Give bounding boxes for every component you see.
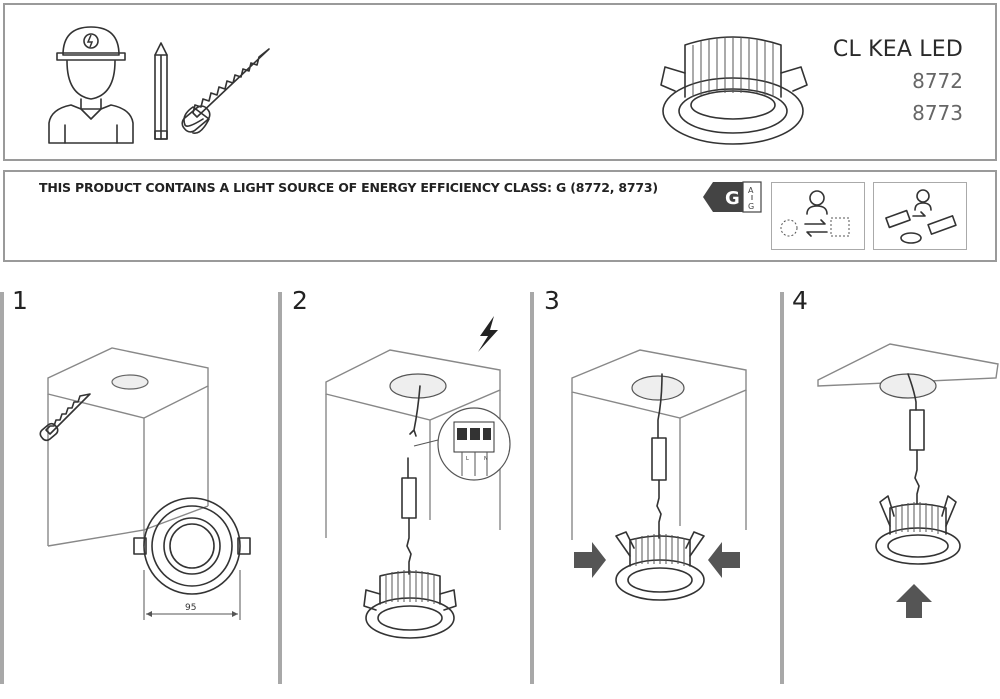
energy-scale-bottom: G: [748, 202, 754, 211]
replaceable-driver-icon: [873, 182, 967, 250]
step-number: 1: [12, 286, 28, 315]
terminal-label: L: [466, 456, 469, 462]
energy-panel: THIS PRODUCT CONTAINS A LIGHT SOURCE OF …: [3, 170, 997, 262]
energy-class: G: [725, 188, 740, 209]
product-title: CL KEA LED: [832, 37, 963, 62]
pencil-icon: [154, 42, 168, 140]
step-4-illustration: [817, 343, 999, 618]
step-divider: [780, 292, 784, 684]
terminal-label: N: [484, 456, 488, 462]
step-divider: [530, 292, 534, 684]
replaceable-light-source-icon: [771, 182, 865, 250]
saw-icon: [181, 48, 270, 135]
step-number: 4: [792, 286, 808, 315]
step-divider: [0, 292, 4, 684]
header-panel: CL KEA LED 8772 8773: [3, 3, 997, 161]
downlight-icon: [660, 36, 808, 145]
energy-scale-top: A: [748, 186, 754, 195]
step-3-illustration: [571, 349, 747, 601]
energy-statement: THIS PRODUCT CONTAINS A LIGHT SOURCE OF …: [39, 180, 658, 195]
energy-label-icon: G A G: [703, 181, 762, 213]
step-number: 2: [292, 286, 308, 315]
step-number: 3: [544, 286, 560, 315]
step-2-illustration: L N: [325, 316, 511, 639]
dimension-label: 95: [185, 603, 196, 613]
power-off-icon: [478, 316, 498, 352]
installer-icon: [48, 26, 134, 144]
step-divider: [278, 292, 282, 684]
step-1-illustration: 95: [39, 347, 251, 620]
product-code: 8772: [912, 69, 963, 93]
product-code: 8773: [912, 101, 963, 125]
